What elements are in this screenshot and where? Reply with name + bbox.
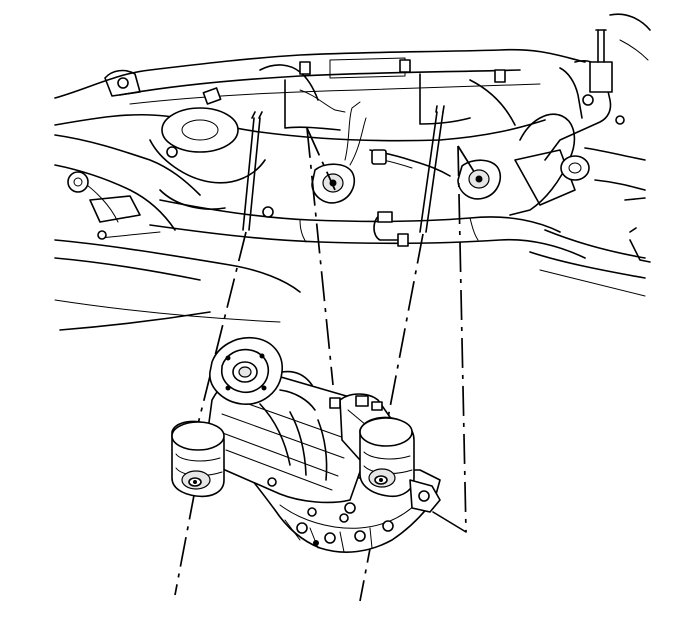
rear-subframe: [54, 13, 651, 331]
alignment-leader-right: [432, 511, 467, 533]
right-stud: [419, 105, 445, 233]
right-subframe-boss: [457, 159, 502, 200]
left-stud: [242, 111, 263, 231]
left-mount-bushing: [171, 420, 225, 498]
alignment-line-right-boss-b: [457, 145, 479, 179]
right-mount-bushing: [359, 416, 415, 498]
alignment-line-left-boss-a: [306, 127, 334, 386]
left-subframe-boss: [311, 163, 356, 204]
rear-drive-module: [171, 337, 441, 553]
alignment-line-left-stud: [196, 231, 247, 429]
alignment-line-left-boss-b: [306, 127, 336, 191]
input-flange: [209, 337, 316, 411]
alignment-line-right-stud: [387, 233, 424, 419]
alignment-line-left-bolt: [174, 489, 196, 596]
alignment-line-right-boss-a: [457, 145, 467, 533]
